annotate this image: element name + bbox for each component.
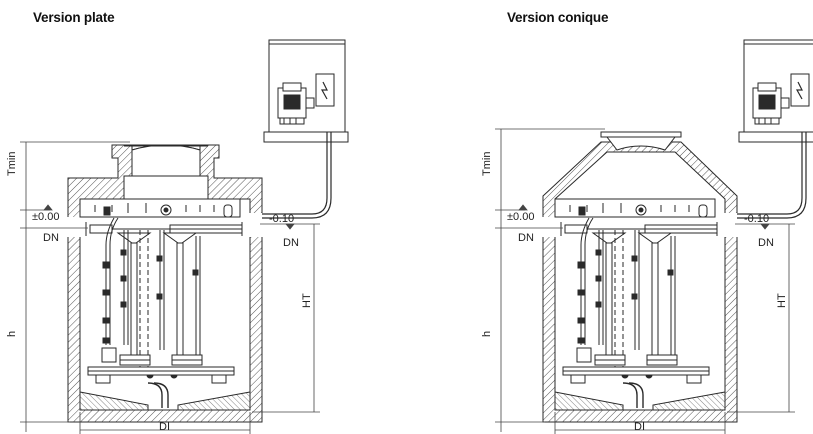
dimension-lines: [495, 128, 795, 434]
label-ht: HT: [776, 293, 788, 308]
label-level-minus: -0.10: [269, 213, 294, 225]
control-cabinet: [736, 39, 813, 219]
label-di: DI: [634, 421, 645, 433]
label-level-zero: ±0.00: [32, 211, 59, 223]
manhole-cover: [600, 131, 682, 151]
label-h: h: [6, 331, 18, 337]
label-level-minus: -0.10: [744, 213, 769, 225]
manhole-cover: [124, 144, 208, 177]
control-cabinet: [261, 39, 349, 219]
label-dn-right: DN: [283, 237, 299, 249]
label-tmin: Tmin: [6, 152, 18, 176]
title-version-plate: Version plate: [33, 10, 115, 25]
diagram-version-conique: Tmin ±0.00 DN -0.10 DN h HT DI: [481, 39, 813, 434]
label-di: DI: [159, 421, 170, 433]
diagram-version-plate: Tmin ±0.00 DN -0.10 DN h HT DI: [6, 39, 349, 434]
label-dn-left: DN: [43, 232, 59, 244]
dimension-labels: Tmin ±0.00 DN -0.10 DN h HT DI: [481, 152, 788, 433]
dimension-lines: [20, 141, 320, 434]
title-version-conique: Version conique: [507, 10, 609, 25]
label-ht: HT: [301, 293, 313, 308]
label-dn-left: DN: [518, 232, 534, 244]
label-tmin: Tmin: [481, 152, 493, 176]
dimension-labels: Tmin ±0.00 DN -0.10 DN h HT DI: [6, 152, 313, 433]
label-dn-right: DN: [758, 237, 774, 249]
label-h: h: [481, 331, 493, 337]
label-level-zero: ±0.00: [507, 211, 534, 223]
